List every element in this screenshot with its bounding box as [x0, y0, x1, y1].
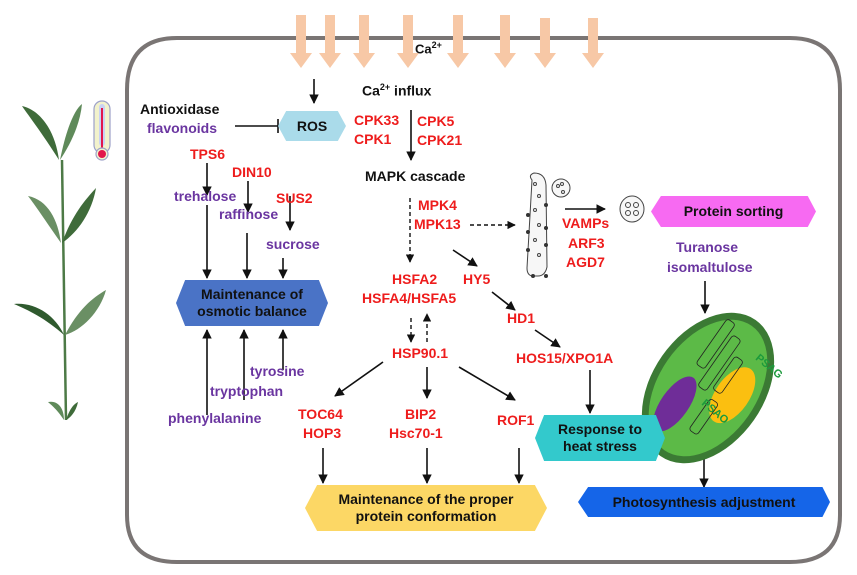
mpk4-label: MPK4 — [418, 197, 457, 213]
protein-sorting-label: Protein sorting — [683, 203, 784, 220]
vesicle-illustration — [526, 172, 645, 278]
photosynthesis-box: Photosynthesis adjustment — [578, 487, 830, 517]
calcium-ion-label: Ca2+ — [415, 40, 442, 57]
chloroplast-illustration — [641, 312, 775, 464]
raffinose-label: raffinose — [219, 206, 279, 222]
flavonoids-label: flavonoids — [147, 120, 218, 136]
hsfa4-hsfa5-label: HSFA4/HSFA5 — [362, 290, 457, 306]
protein-sorting-box: Protein sorting — [651, 196, 816, 227]
sucrose-label: sucrose — [266, 236, 320, 252]
osmotic-box-line2: osmotic balance — [197, 303, 307, 319]
heat-box-line1: Response to — [557, 421, 642, 438]
calcium-influx-arrow — [582, 18, 604, 68]
cell-membrane — [125, 36, 842, 564]
calcium-arrows — [290, 15, 604, 68]
bip2-label: BIP2 — [405, 406, 437, 422]
hd1-label: HD1 — [507, 310, 536, 326]
calcium-influx-arrow — [353, 15, 375, 68]
cpk1-label: CPK1 — [354, 131, 392, 147]
cpk5-label: CPK5 — [417, 113, 455, 129]
ros-box: ROS — [278, 111, 346, 141]
rof1-label: ROF1 — [497, 412, 535, 428]
hsfa2-label: HSFA2 — [392, 271, 438, 287]
phenylalanine-label: phenylalanine — [168, 410, 262, 426]
agd7-label: AGD7 — [566, 254, 605, 270]
isomaltulose-label: isomaltulose — [667, 259, 753, 275]
cpk21-label: CPK21 — [417, 132, 463, 148]
calcium-influx-label: Ca2+ influx — [362, 82, 432, 99]
mpk13-label: MPK13 — [414, 216, 461, 232]
inhibition-arrow — [235, 119, 279, 133]
heat-box-line2: heat stress — [563, 438, 637, 454]
trehalose-label: trehalose — [174, 188, 237, 204]
mapk-cascade-label: MAPK cascade — [365, 168, 466, 184]
calcium-influx-arrow — [319, 15, 341, 68]
hsc70-1-label: Hsc70-1 — [389, 425, 443, 441]
tps6-label: TPS6 — [190, 146, 226, 162]
ros-label: ROS — [296, 117, 328, 134]
hop3-label: HOP3 — [303, 425, 342, 441]
arf3-label: ARF3 — [568, 235, 605, 251]
calcium-influx-arrow — [397, 15, 419, 68]
cpk33-label: CPK33 — [354, 112, 400, 128]
calcium-influx-arrow — [534, 18, 556, 68]
antioxidase-label: Antioxidase — [140, 101, 220, 117]
hsp90-label: HSP90.1 — [392, 345, 449, 361]
toc64-label: TOC64 — [298, 406, 343, 422]
plant-illustration — [14, 104, 106, 421]
hy5-label: HY5 — [463, 271, 491, 287]
thermometer-icon — [93, 100, 111, 161]
turanose-label: Turanose — [676, 239, 738, 255]
hos15-xpo1a-label: HOS15/XPO1A — [516, 350, 614, 366]
osmotic-box-line1: Maintenance of — [201, 286, 303, 303]
tryptophan-label: tryptophan — [210, 383, 284, 399]
photosynthesis-label: Photosynthesis adjustment — [612, 493, 796, 510]
calcium-influx-arrow — [290, 15, 312, 68]
protein-box-line2: protein conformation — [355, 508, 497, 524]
tyrosine-label: tyrosine — [250, 363, 305, 379]
protein-box-line1: Maintenance of the proper — [338, 491, 514, 508]
vamps-label: VAMPs — [562, 215, 610, 231]
din10-label: DIN10 — [232, 164, 272, 180]
sus2-label: SUS2 — [276, 190, 313, 206]
calcium-influx-arrow — [447, 15, 469, 68]
calcium-influx-arrow — [494, 15, 516, 68]
